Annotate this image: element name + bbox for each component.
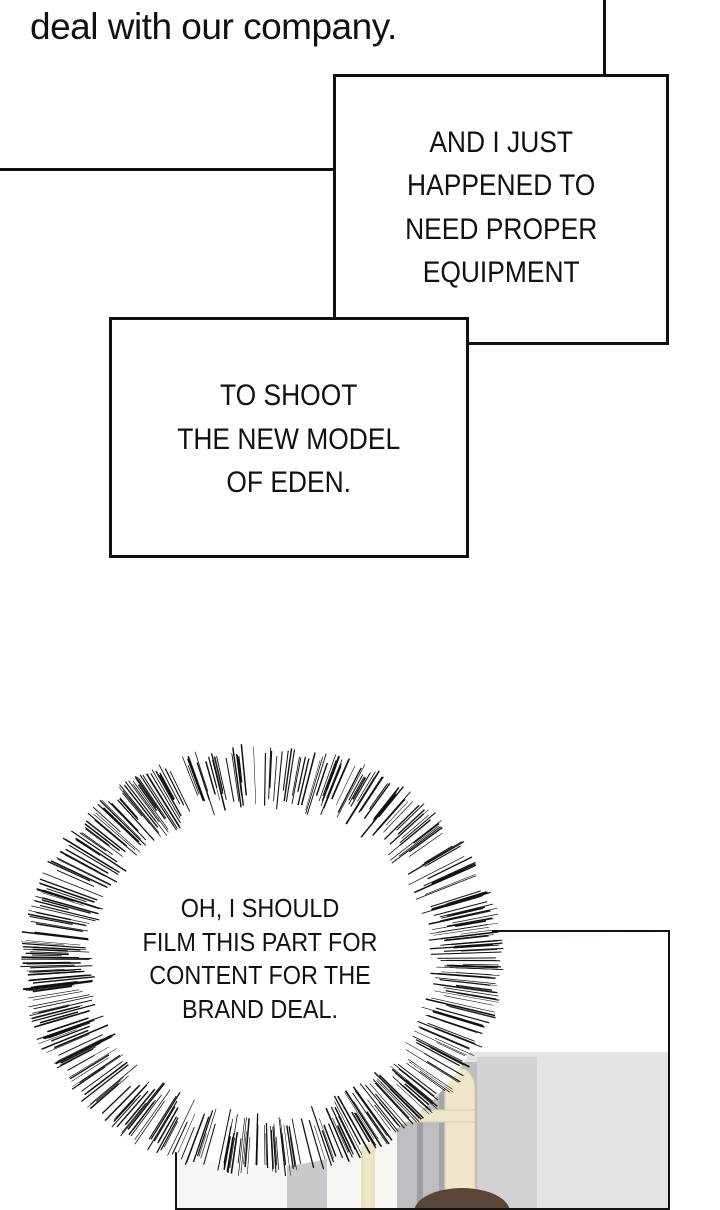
burst-line: OH, I SHOULD (80, 892, 440, 926)
top-caption-text: deal with our company. (30, 6, 397, 48)
caption-border (0, 168, 335, 171)
burst-line: BRAND DEAL. (80, 993, 440, 1027)
caption-line: EQUIPMENT (405, 251, 597, 295)
caption-line: AND I JUST (405, 121, 597, 165)
burst-line: CONTENT FOR THE (80, 959, 440, 993)
caption-box: TO SHOOT THE NEW MODEL OF EDEN. (109, 317, 469, 558)
caption-line: THE NEW MODEL (178, 418, 401, 462)
caption-line: HAPPENED TO (405, 164, 597, 208)
caption-border (603, 0, 606, 76)
caption-line: NEED PROPER (405, 208, 597, 252)
caption-line: TO SHOOT (178, 374, 401, 418)
caption-box: AND I JUST HAPPENED TO NEED PROPER EQUIP… (333, 74, 669, 345)
caption-line: OF EDEN. (178, 461, 401, 505)
thought-burst-text: OH, I SHOULD FILM THIS PART FOR CONTENT … (60, 892, 460, 1026)
burst-line: FILM THIS PART FOR (80, 926, 440, 960)
